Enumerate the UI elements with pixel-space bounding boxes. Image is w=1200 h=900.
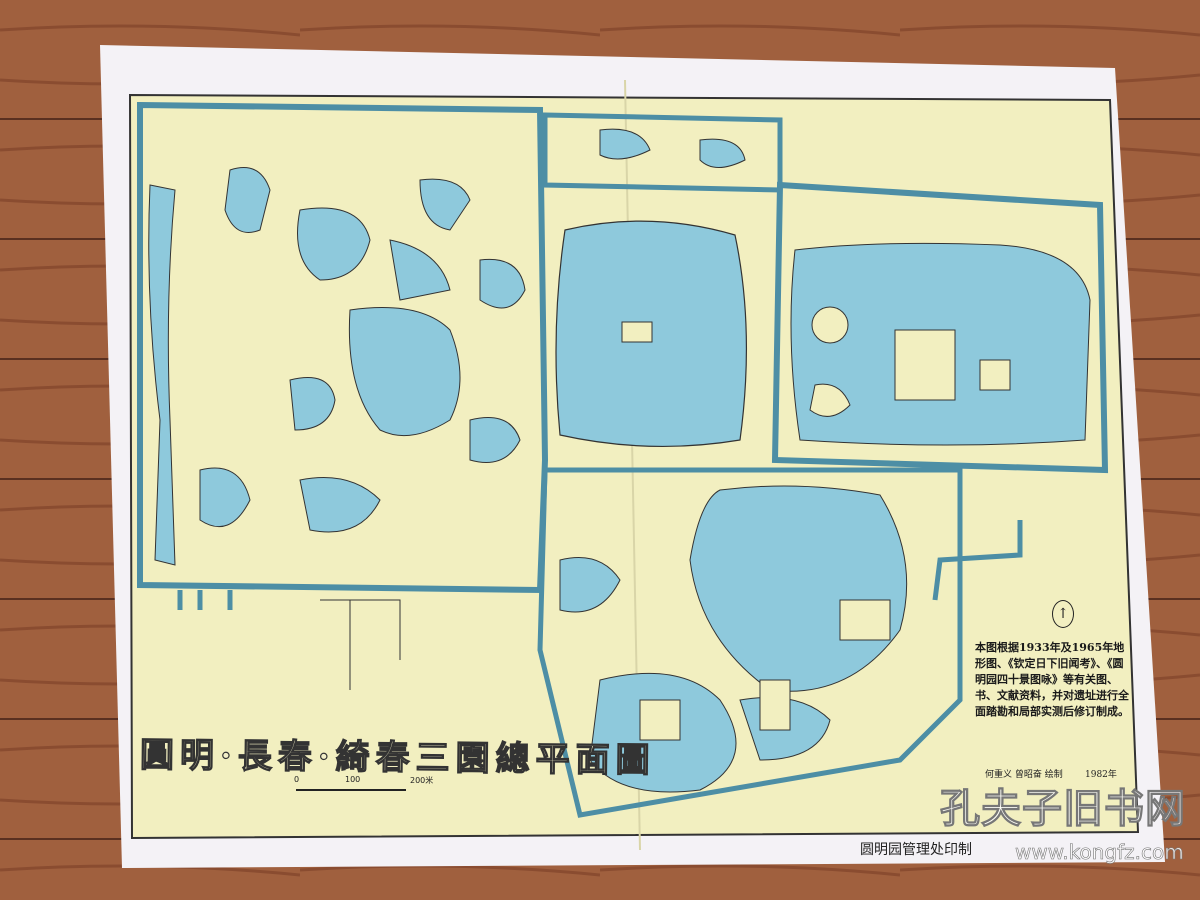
scale-line: [296, 789, 406, 791]
map-title: 圓明·長春·綺春三園總平面圖: [139, 735, 656, 782]
map-note: 本图根据1933年及1965年地形图、《钦定日下旧闻考》、《圆明园四十景图咏》等…: [975, 641, 1129, 718]
qichun-garden: [537, 467, 963, 818]
north-arrow-icon: ↑: [1052, 600, 1074, 628]
map-maker: 何重义 曾昭奋 绘制: [985, 770, 1063, 780]
yuanming-garden: [137, 101, 549, 610]
scale-bar: 0 100 200米: [290, 775, 450, 795]
watermark-text: 孔夫子旧书网: [940, 786, 1186, 833]
gate-road: [320, 599, 401, 690]
scale-label-100: 100: [345, 775, 361, 784]
changchun-garden: [771, 181, 1109, 601]
printer-credit: 圆明园管理处印制: [860, 842, 972, 858]
map-date: 1982年: [1085, 770, 1117, 780]
fuhai-lake: [542, 112, 783, 448]
scale-label-0: 0: [294, 775, 300, 784]
scale-label-200: 200米: [410, 776, 434, 785]
watermark-url: www.kongfz.com: [1015, 840, 1184, 865]
